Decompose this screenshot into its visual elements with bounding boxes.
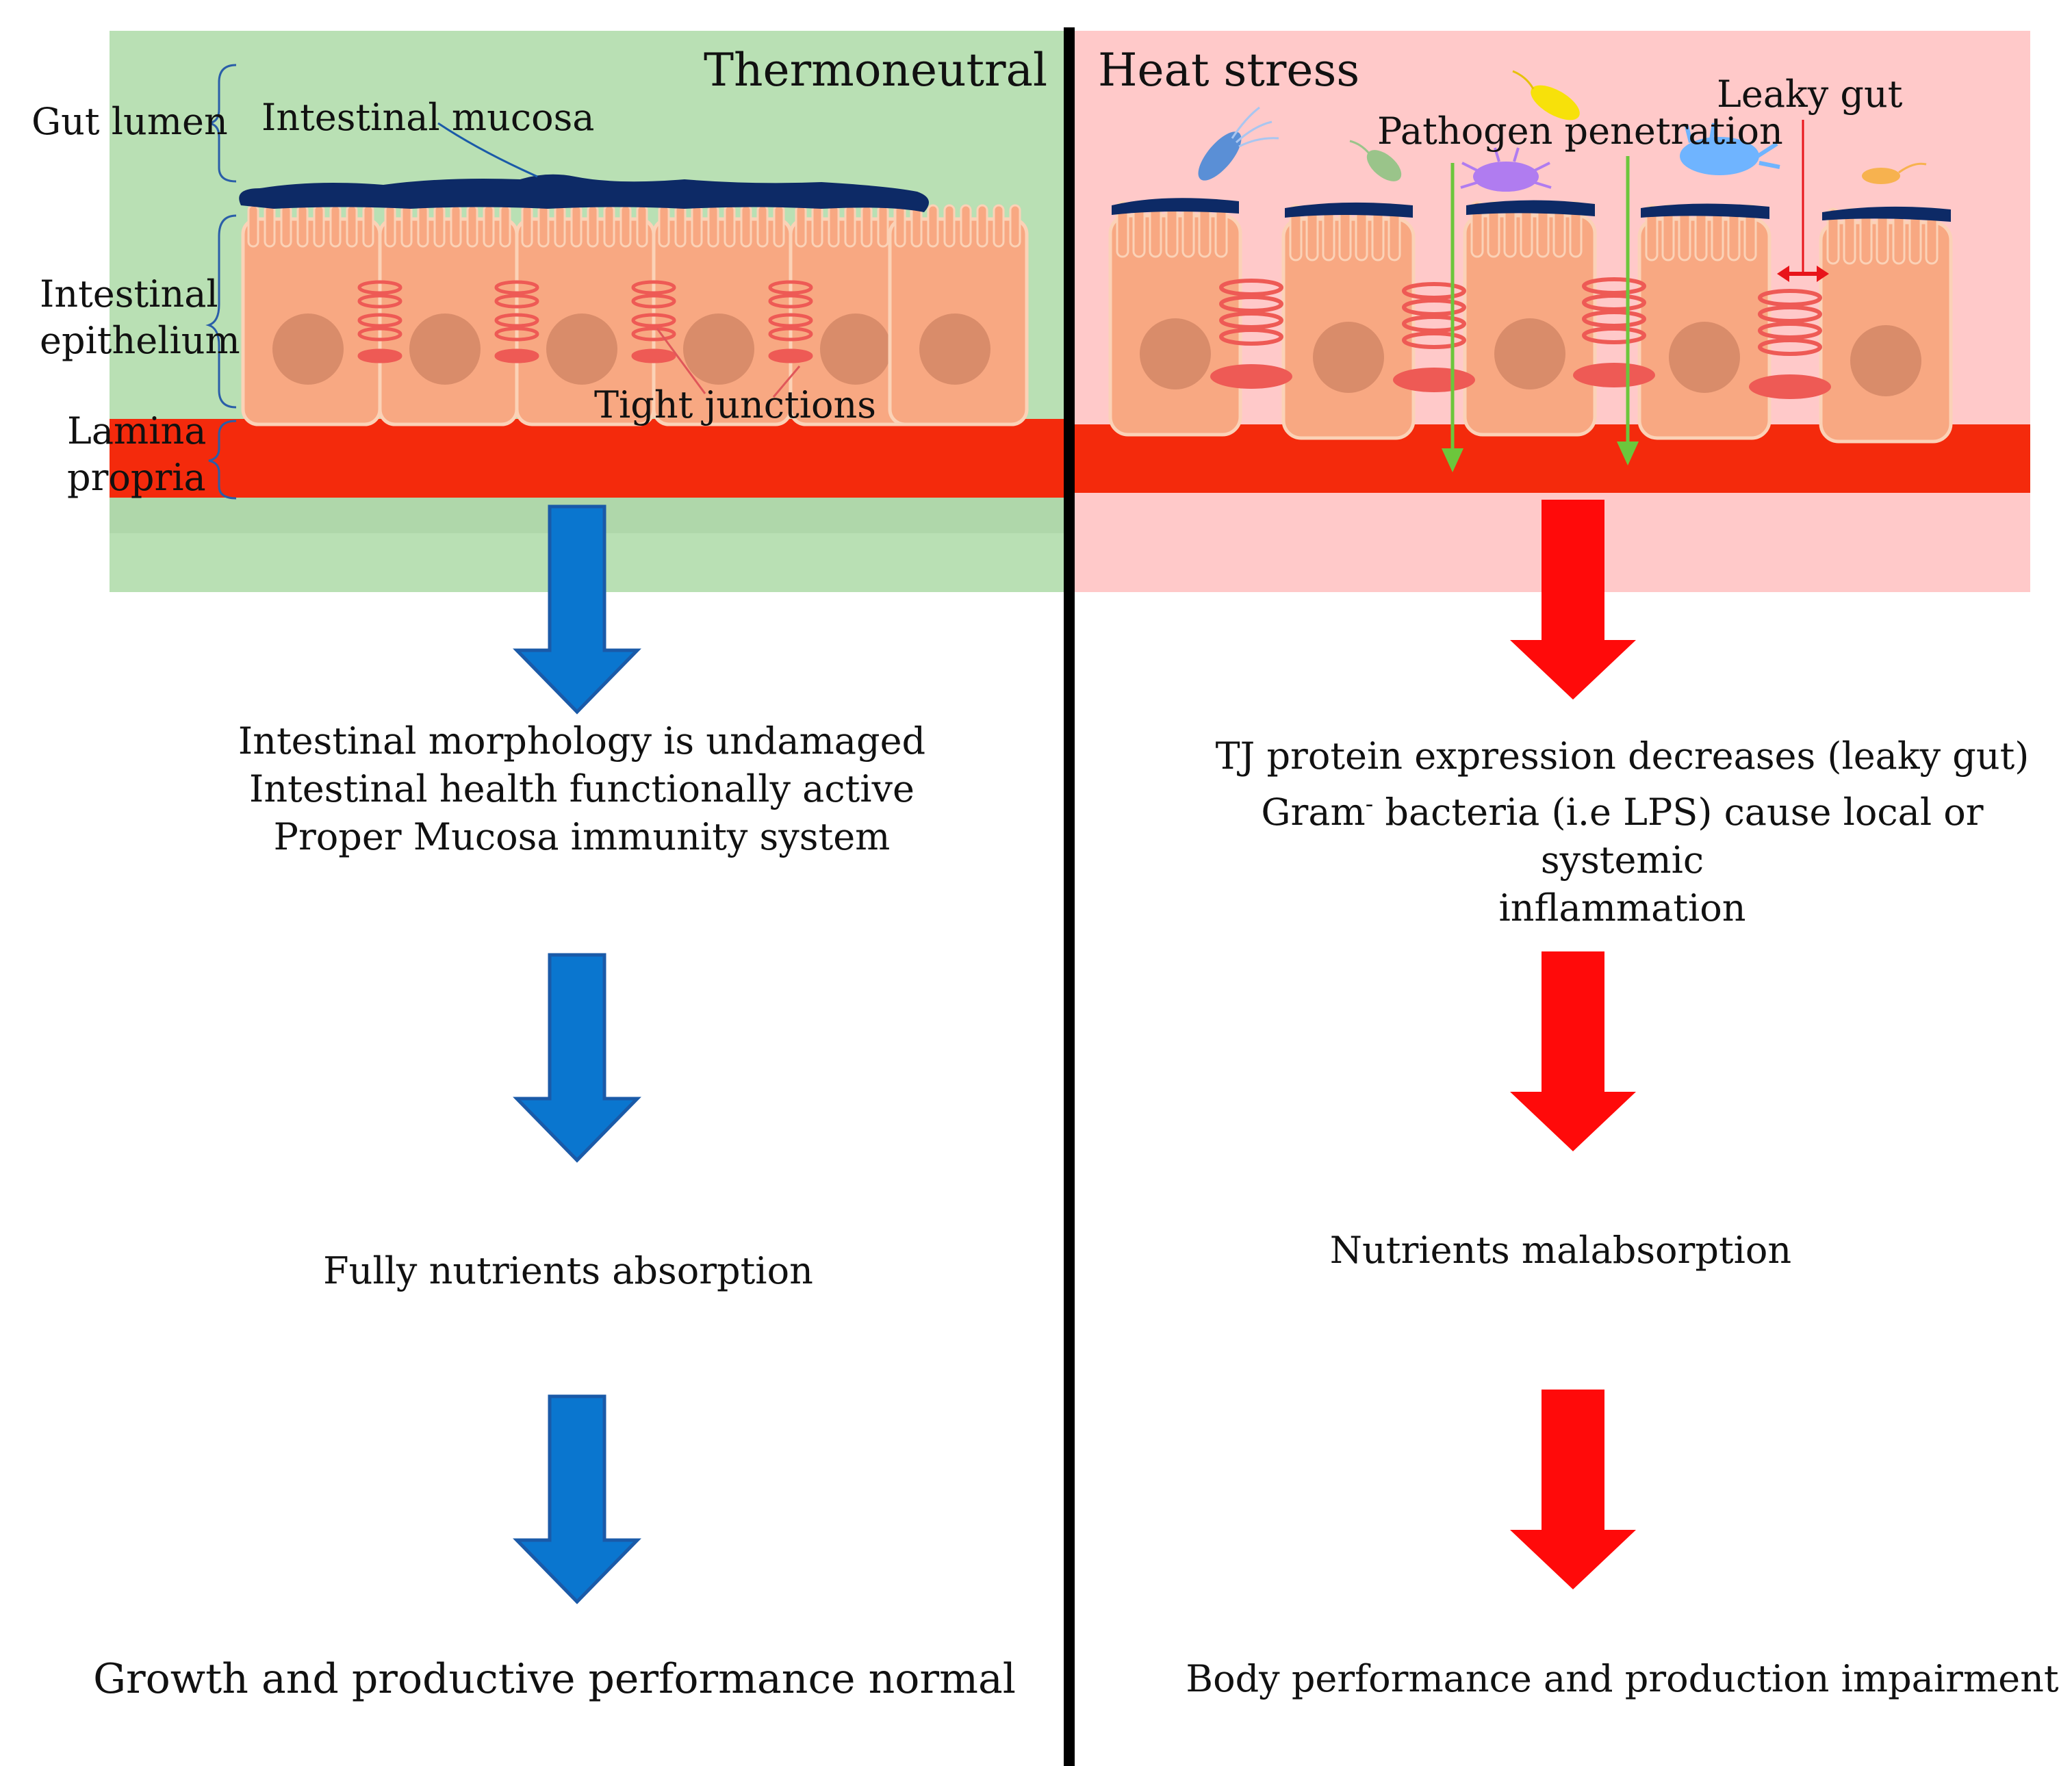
leaky-gut-indicator	[1777, 120, 1829, 282]
panel-title-heat-stress: Heat stress	[1098, 44, 1360, 97]
right-outcome-1: TJ protein expression decreases (leaky g…	[1191, 732, 2054, 932]
label-intestinal-mucosa: Intestinal mucosa	[261, 96, 595, 139]
right-arrow-2	[1510, 951, 1636, 1151]
right-outcome-2: Nutrients malabsorption	[1329, 1229, 1792, 1272]
label-pathogen-penetration: Pathogen penetration	[1377, 110, 1783, 153]
left-arrow-2	[517, 955, 637, 1160]
left-outcome-1: Intestinal morphology is undamaged Intes…	[178, 717, 986, 861]
tight-junction-pointers	[656, 328, 801, 398]
right-outcome-1-line1: TJ protein expression decreases (leaky g…	[1215, 734, 2030, 778]
bacterium-green-icon	[1349, 140, 1402, 181]
anatomy-braces	[205, 64, 237, 500]
bacterium-purple-icon	[1460, 147, 1552, 192]
mucosa-pointer-line	[437, 122, 538, 178]
right-outcome-bacteria: bacteria (i.e LPS) cause local or system…	[1373, 791, 1984, 882]
intestinal-mucus-layer-left	[239, 174, 930, 212]
label-epithelium-line2: epithelium	[40, 319, 240, 362]
pathogen-penetration-arrows	[1442, 156, 1639, 472]
label-lamina-line2: propria	[67, 456, 206, 499]
bacterium-lightblue-icon	[1680, 123, 1780, 175]
pathogens	[1198, 70, 1927, 192]
center-divider	[1064, 27, 1075, 1766]
bacterium-orange-icon	[1862, 162, 1927, 184]
right-arrow-3	[1510, 1390, 1636, 1589]
bacterium-yellow-icon	[1512, 70, 1580, 120]
right-flow-arrows	[1510, 500, 1636, 1589]
label-gut-lumen: Gut lumen	[31, 100, 228, 143]
lamina-propria-band-left	[110, 419, 1069, 498]
mucus-patches-right	[1112, 198, 1951, 222]
left-outcome-2: Fully nutrients absorption	[323, 1249, 813, 1292]
right-outcome-1-line3: inflammation	[1498, 886, 1746, 930]
right-outcome-gram-sup: -	[1365, 791, 1374, 818]
left-outcome-1-line1: Intestinal morphology is undamaged	[238, 719, 926, 763]
label-tight-junctions: Tight junctions	[594, 383, 877, 426]
right-outcome-3: Body performance and production impairme…	[1186, 1657, 2059, 1700]
left-arrow-3	[517, 1396, 637, 1602]
right-outcome-gram: Gram	[1261, 791, 1366, 834]
left-outcome-1-line2: Intestinal health functionally active	[248, 767, 915, 810]
left-flow-arrows	[517, 507, 637, 1602]
right-epithelium	[1110, 202, 1951, 442]
left-outcome-3: Growth and productive performance normal	[93, 1655, 1016, 1703]
left-outcome-1-line3: Proper Mucosa immunity system	[273, 815, 891, 858]
label-lamina-line1: Lamina	[67, 409, 207, 452]
bacterium-blue-icon	[1198, 106, 1279, 181]
label-lamina-propria: Lamina propria	[67, 408, 207, 501]
label-intestinal-epithelium: Intestinal epithelium	[40, 271, 240, 364]
label-epithelium-line1: Intestinal	[40, 272, 218, 316]
panel-title-thermoneutral: Thermoneutral	[704, 44, 1048, 97]
right-outcome-1-line2: Gram- bacteria (i.e LPS) cause local or …	[1191, 780, 2054, 884]
label-leaky-gut: Leaky gut	[1717, 73, 1903, 116]
